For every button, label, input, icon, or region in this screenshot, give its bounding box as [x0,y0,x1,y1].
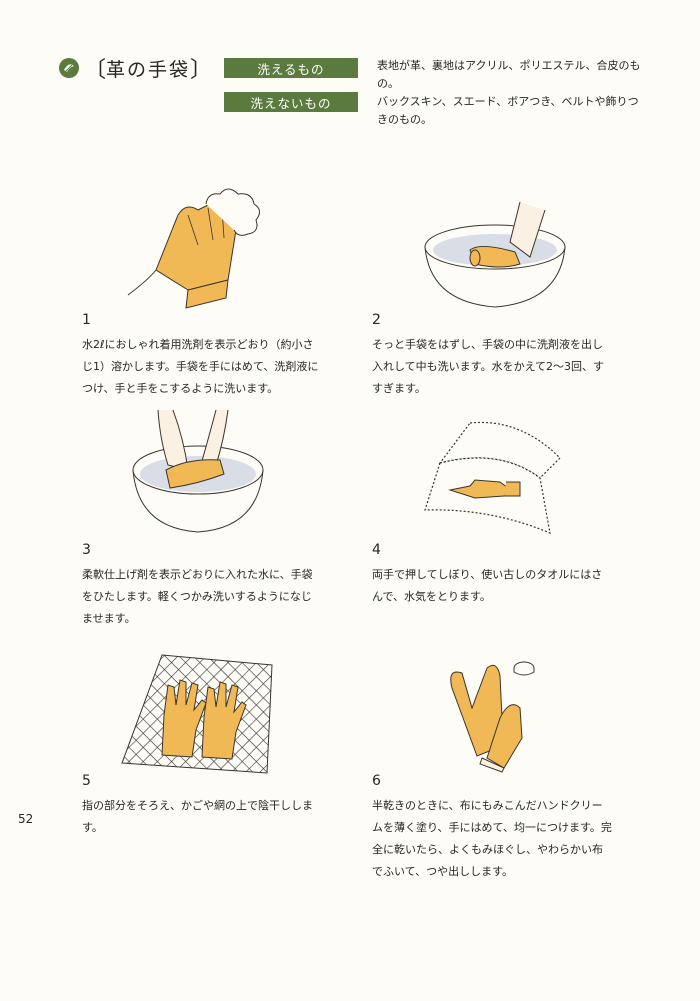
step-number: 4 [372,542,381,558]
step6-illustration [450,661,535,773]
step-text: 両手で押してしぼり、使い古しのタオルにはさんで、水気をとります。 [372,568,603,603]
step-number: 2 [372,312,381,328]
step-text: 柔軟仕上げ剤を表示どおりに入れた水に、手袋をひたします。軽くつかみ洗いするように… [82,568,313,625]
section-title: 〔 革の手袋 〕 [58,50,212,86]
washable-label: 洗えるもの [224,58,358,78]
step4-illustration [424,421,561,534]
step-text: 半乾きのときに、布にもみこんだハンドクリームを薄く塗り、手にはめて、均一につけま… [372,799,612,878]
step-number: 3 [82,542,91,558]
step5-illustration [121,654,273,774]
title-bracket-close: 〕 [190,58,213,83]
page-title: 革の手袋 [106,58,191,81]
not-washable-description: バックスキン、スエード、ボアつき、ベルトや飾りつきのもの。 [377,95,639,126]
step-text: そっと手袋をはずし、手袋の中に洗剤液を出し入れして中も洗います。水をかえて2〜3… [372,338,605,395]
step3-illustration [132,409,264,533]
not-washable-label: 洗えないもの [224,92,358,112]
washable-description: 表地が革、裏地はアクリル、ポリエステル、合皮のもの。 [377,59,641,90]
page-number: 52 [18,812,34,826]
step-number: 6 [372,773,381,789]
step-number: 1 [82,312,91,328]
step-text: 水2ℓにおしゃれ着用洗剤を表示どおり（約小さじ1）溶かします。手袋を手にはめて、… [82,338,319,395]
step1-illustration [127,188,260,309]
step2-illustration [424,201,566,308]
leaf-emblem-icon [59,58,79,78]
step-number: 5 [82,773,91,789]
step-text: 指の部分をそろえ、かごや網の上で陰干しします。 [82,799,313,834]
title-bracket-open: 〔 [84,58,107,83]
